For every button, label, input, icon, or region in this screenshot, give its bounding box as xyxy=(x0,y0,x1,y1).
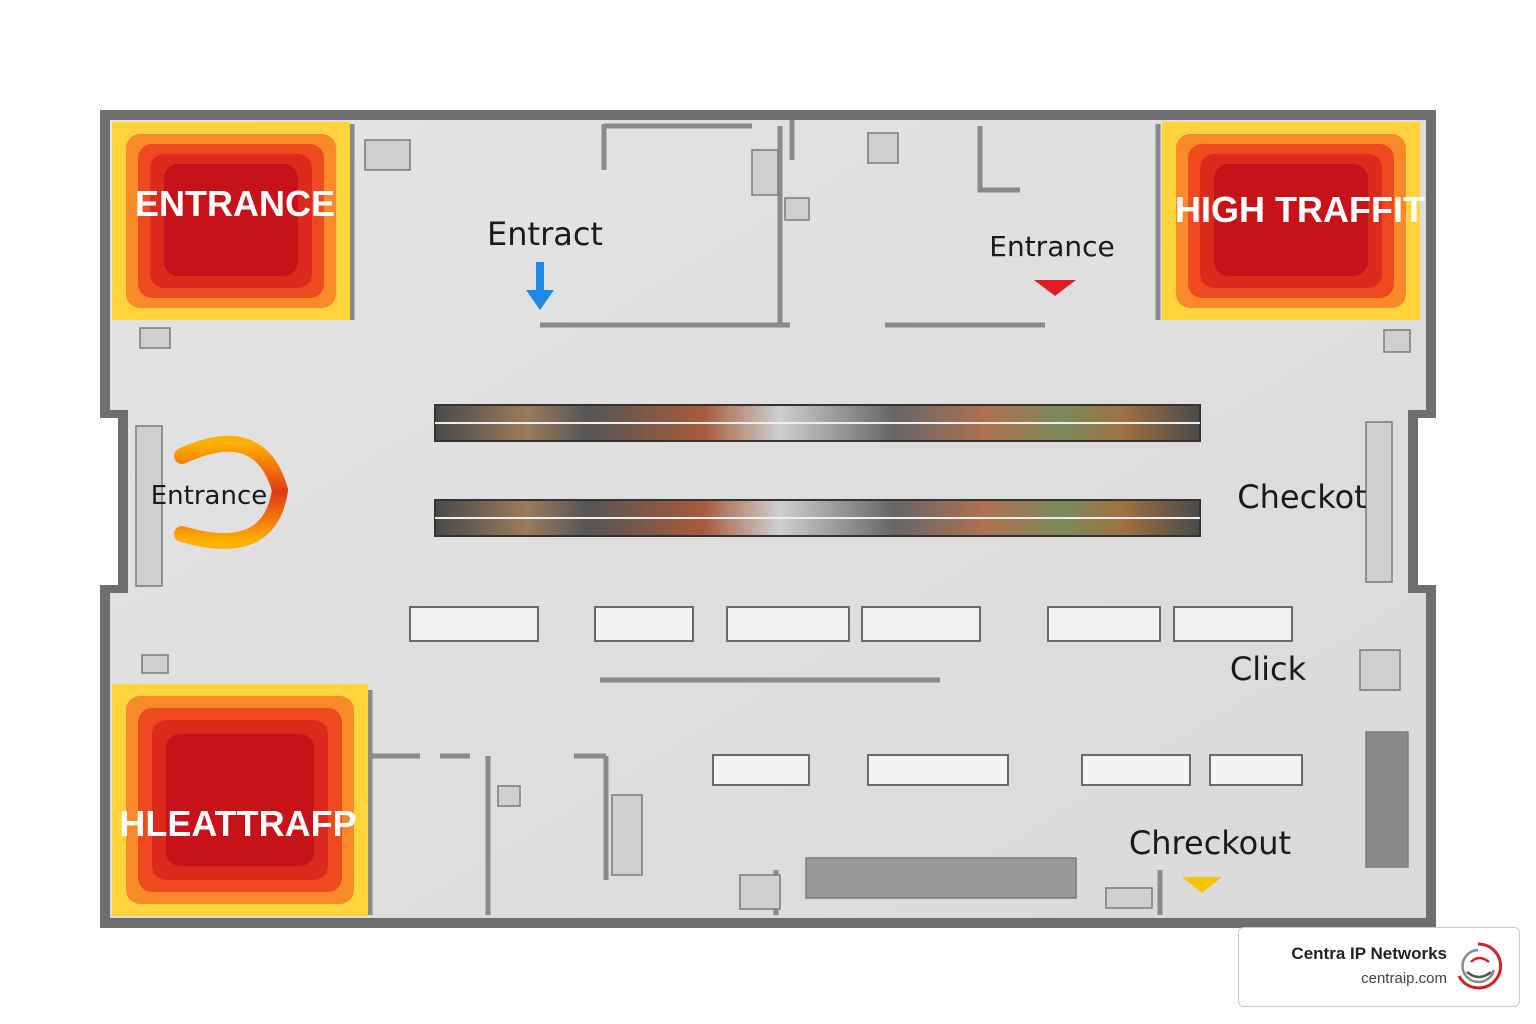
arrow-down-blue-icon xyxy=(526,262,554,310)
brand-badge[interactable]: Centra IP Networks centraip.com xyxy=(1238,927,1520,1007)
fixtures xyxy=(135,132,1411,910)
centra-swirl-logo-icon xyxy=(1457,942,1503,990)
heat-zone-top-right: HIGH TRAFFIT xyxy=(1162,122,1425,320)
heat-zone-label-hleattrafp: HLEATTRAFP xyxy=(119,803,356,844)
label-chreckout: Chreckout xyxy=(1129,824,1291,862)
arrow-down-red-icon xyxy=(1034,280,1076,296)
label-entrance-top: Entrance xyxy=(989,230,1114,263)
brand-url: centraip.com xyxy=(1361,970,1447,987)
label-entract: Entract xyxy=(487,215,603,253)
heat-zone-label-high-traffic: HIGH TRAFFIT xyxy=(1175,189,1425,230)
label-entrance-left: Entrance xyxy=(151,481,268,511)
heat-zone-label-entrance: ENTRANCE xyxy=(135,183,335,224)
label-checkot: Checkot xyxy=(1237,478,1366,516)
shelf-aisle-top xyxy=(434,404,1201,442)
counter-row xyxy=(409,606,1293,642)
heat-zone-top-left: ENTRANCE xyxy=(112,122,350,320)
shelf-aisle-bottom xyxy=(434,499,1201,537)
brand-name: Centra IP Networks xyxy=(1291,944,1447,963)
label-click: Click xyxy=(1230,650,1307,688)
arrow-down-yellow-icon xyxy=(1182,877,1222,893)
interior-walls xyxy=(349,120,1163,915)
heat-zone-bottom-left: HLEATTRAFP xyxy=(112,684,368,916)
checkout-desks xyxy=(712,754,1303,786)
u-heat-marker xyxy=(174,435,289,549)
